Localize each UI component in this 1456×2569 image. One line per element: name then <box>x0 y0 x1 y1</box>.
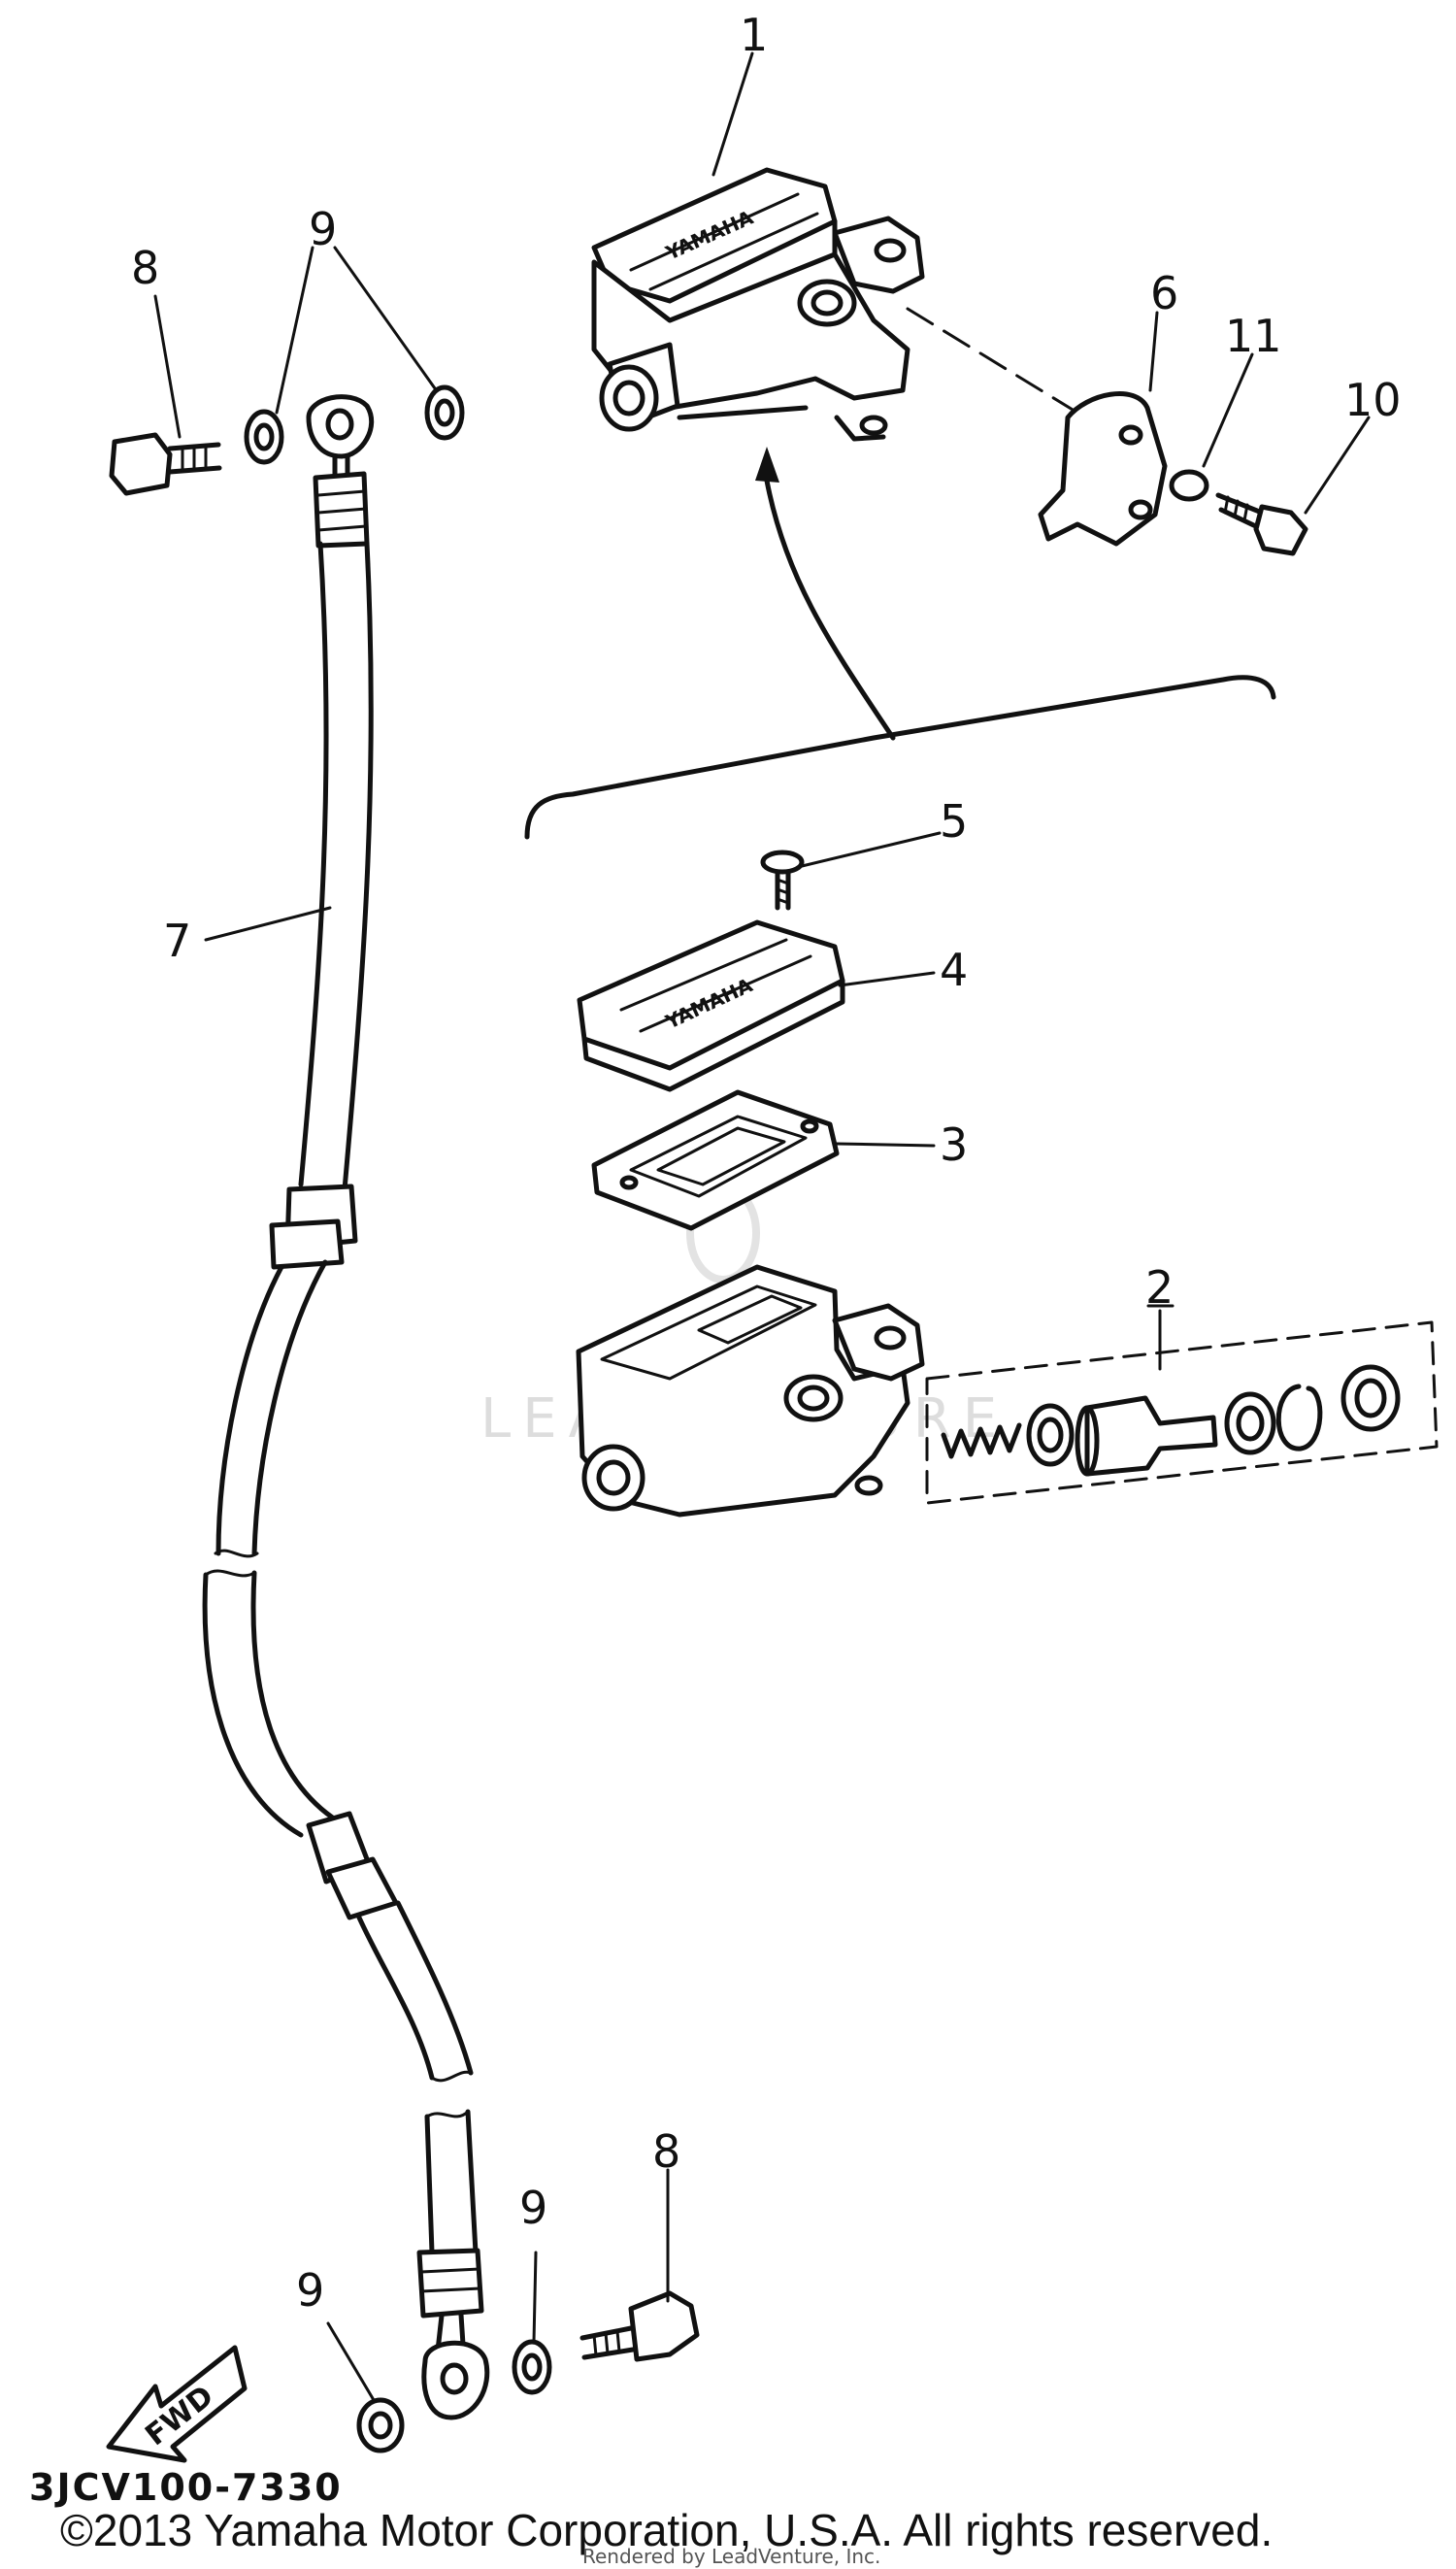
leader-lines <box>153 51 1371 2402</box>
callout-10: 10 <box>1344 374 1402 426</box>
union-bolt-8-top <box>109 432 222 496</box>
assembly-arrow <box>764 478 896 741</box>
washer-9-top-right <box>424 384 465 441</box>
callout-9-top: 9 <box>309 203 337 255</box>
cylinder-body-exploded <box>576 1264 925 1518</box>
assembly-arrowhead <box>755 447 779 483</box>
callout-1: 1 <box>740 9 768 61</box>
reservoir-cap-4: YAMAHA <box>577 919 845 1092</box>
figure-code: 3JCV100-7330 <box>29 2466 343 2509</box>
rendered-by-note: Rendered by LeadVenture, Inc. <box>582 2545 880 2568</box>
washer-9-top-left <box>244 409 284 465</box>
callout-8-top: 8 <box>131 242 159 294</box>
callout-7: 7 <box>163 915 191 967</box>
exploded-view-bracket <box>524 675 1276 840</box>
callout-2: 2 <box>1145 1261 1174 1314</box>
callout-8-bottom: 8 <box>652 2125 680 2178</box>
callout-11: 11 <box>1225 310 1282 362</box>
washer-9-bottom-left <box>356 2397 405 2453</box>
master-cylinder-assembly: YAMAHA <box>591 167 925 442</box>
clamp-6 <box>1038 391 1168 547</box>
piston-kit-2 <box>925 1320 1439 1505</box>
callout-6: 6 <box>1150 267 1178 319</box>
washer-9-bottom-right <box>512 2339 552 2395</box>
brake-hose-7 <box>202 394 490 2420</box>
callout-9-bottom-left: 9 <box>296 2264 324 2317</box>
alignment-line <box>906 307 1079 415</box>
callout-5: 5 <box>940 795 968 848</box>
screw-5 <box>760 850 805 911</box>
callout-9-bottom-right: 9 <box>519 2182 547 2234</box>
callout-4: 4 <box>940 944 968 996</box>
copyright-notice: ©2013 Yamaha Motor Corporation, U.S.A. A… <box>60 2505 1273 2555</box>
diaphragm-3 <box>591 1089 840 1231</box>
fwd-direction-arrow: FWD <box>106 2345 248 2463</box>
union-bolt-8-bottom <box>579 2290 700 2362</box>
callout-3: 3 <box>940 1118 968 1171</box>
bolt-10 <box>1215 492 1308 556</box>
washer-11 <box>1169 469 1209 502</box>
